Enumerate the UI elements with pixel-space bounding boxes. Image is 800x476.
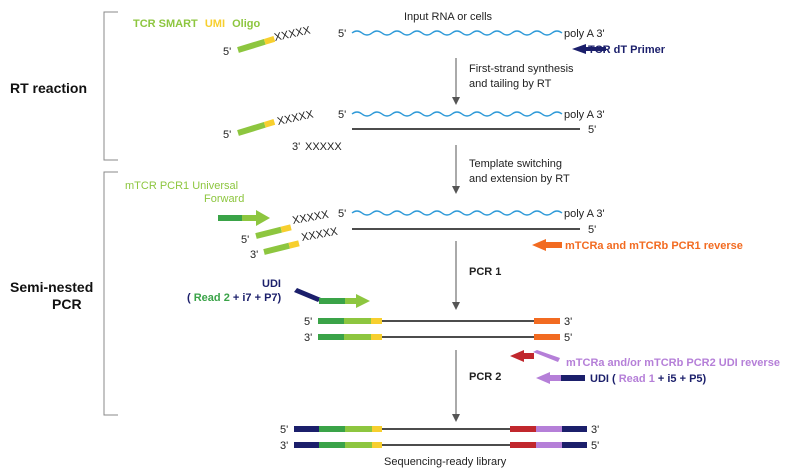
dt-primer-label: TCR dT Primer (588, 44, 666, 56)
smart-oligo-1 (237, 36, 276, 53)
udi-rev-read: Read 1 (619, 373, 655, 385)
ts-bottom-3prime: 3' (250, 249, 258, 261)
udi-fwd-read: Read 2 (194, 292, 230, 304)
pcr2-reverse-arrow (510, 350, 560, 362)
rna-wave-3 (351, 210, 563, 216)
pcr1-reverse-label: mTCRa and mTCRb PCR1 reverse (565, 240, 743, 252)
rt-bracket (103, 11, 118, 161)
rna2-polya: poly A 3' (564, 109, 605, 121)
pcr1-reverse-arrow (532, 239, 562, 251)
pcr-bracket (103, 171, 118, 416)
lib-bottom-3prime: 3' (280, 440, 288, 452)
step1-line2: and tailing by RT (469, 78, 552, 90)
udi-rev-rest: + i5 + P5) (658, 373, 707, 385)
ts-strand-top (255, 224, 292, 239)
rna3-polya: poly A 3' (564, 208, 605, 220)
oligo-label-smart: TCR SMART (133, 18, 198, 30)
rna-wave-2 (351, 111, 563, 117)
oligo2-5prime: 5' (223, 129, 231, 141)
step1-line1: First-strand synthesis (469, 63, 574, 75)
input-label: Input RNA or cells (404, 11, 493, 23)
dt-primer-arrow (572, 44, 606, 54)
pcr1-label: PCR 1 (469, 266, 501, 278)
rt-section-label: RT reaction (10, 80, 87, 96)
pcr2-label: PCR 2 (469, 371, 501, 383)
oligo1-xxxxx: XXXXX (273, 24, 312, 44)
oligo-label-oligo: Oligo (232, 18, 260, 30)
pcr1-product-bottom: 3' 5' (304, 332, 572, 344)
library-bottom-strand: 3' 5' (280, 440, 599, 452)
pcr1-product-top: 5' 3' (304, 316, 572, 328)
pcr1-bottom-5prime: 5' (564, 332, 572, 344)
pcr1-top-3prime: 3' (564, 316, 572, 328)
udi-fwd-detail: ( Read 2 + i7 + P7) (187, 292, 282, 304)
ts-top-5prime: 5' (241, 234, 249, 246)
pcr-section-label-1: Semi-nested (10, 279, 93, 295)
library-top-strand: 5' 3' (280, 424, 599, 436)
rna1-5prime: 5' (338, 28, 346, 40)
smart-oligo-2 (237, 119, 276, 136)
lib-top-5prime: 5' (280, 424, 288, 436)
oligo2-xxxxx: XXXXX (276, 108, 315, 128)
udi-rev-udi: UDI ( (590, 373, 616, 385)
cdna1-xxxxx: XXXXX (305, 141, 342, 153)
udi-fwd-rest: + i7 + P7) (233, 292, 282, 304)
udi-fwd-label: UDI (262, 278, 281, 290)
udi-rev-arrow (536, 372, 585, 384)
cdna1-3prime: 3' (292, 141, 300, 153)
cdna1-5prime: 5' (588, 124, 596, 136)
ts-strand-bottom (263, 240, 300, 255)
pcr1-bottom-3prime: 3' (304, 332, 312, 344)
rna1-polya: poly A 3' (564, 28, 605, 40)
lib-bottom-5prime: 5' (591, 440, 599, 452)
oligo1-5prime: 5' (223, 46, 231, 58)
fwd-primer-line2: Forward (204, 193, 244, 205)
udi-fwd-arrow (294, 288, 370, 308)
fwd-primer-arrow (218, 210, 270, 226)
pcr2-reverse-label: mTCRa and/or mTCRb PCR2 UDI reverse (566, 357, 780, 369)
pcr-section-label-2: PCR (52, 296, 82, 312)
rna3-5prime: 5' (338, 208, 346, 220)
ts-top-xxxxx: XXXXX (291, 209, 330, 227)
ts-bottom-xxxxx: XXXXX (300, 226, 339, 244)
step2-line2: and extension by RT (469, 173, 570, 185)
pcr1-top-5prime: 5' (304, 316, 312, 328)
rna-wave-1 (351, 30, 563, 36)
oligo-label: TCR SMART UMI Oligo (133, 18, 260, 30)
rna2-5prime: 5' (338, 109, 346, 121)
oligo-label-umi: UMI (205, 18, 225, 30)
lib-top-3prime: 3' (591, 424, 599, 436)
fwd-primer-line1: mTCR PCR1 Universal (125, 180, 238, 192)
udi-rev-detail: UDI ( Read 1 + i5 + P5) (590, 373, 707, 385)
step2-line1: Template switching (469, 158, 562, 170)
cdna2-5prime: 5' (588, 224, 596, 236)
udi-fwd-open: ( (187, 292, 191, 304)
final-library-label: Sequencing-ready library (384, 456, 507, 468)
